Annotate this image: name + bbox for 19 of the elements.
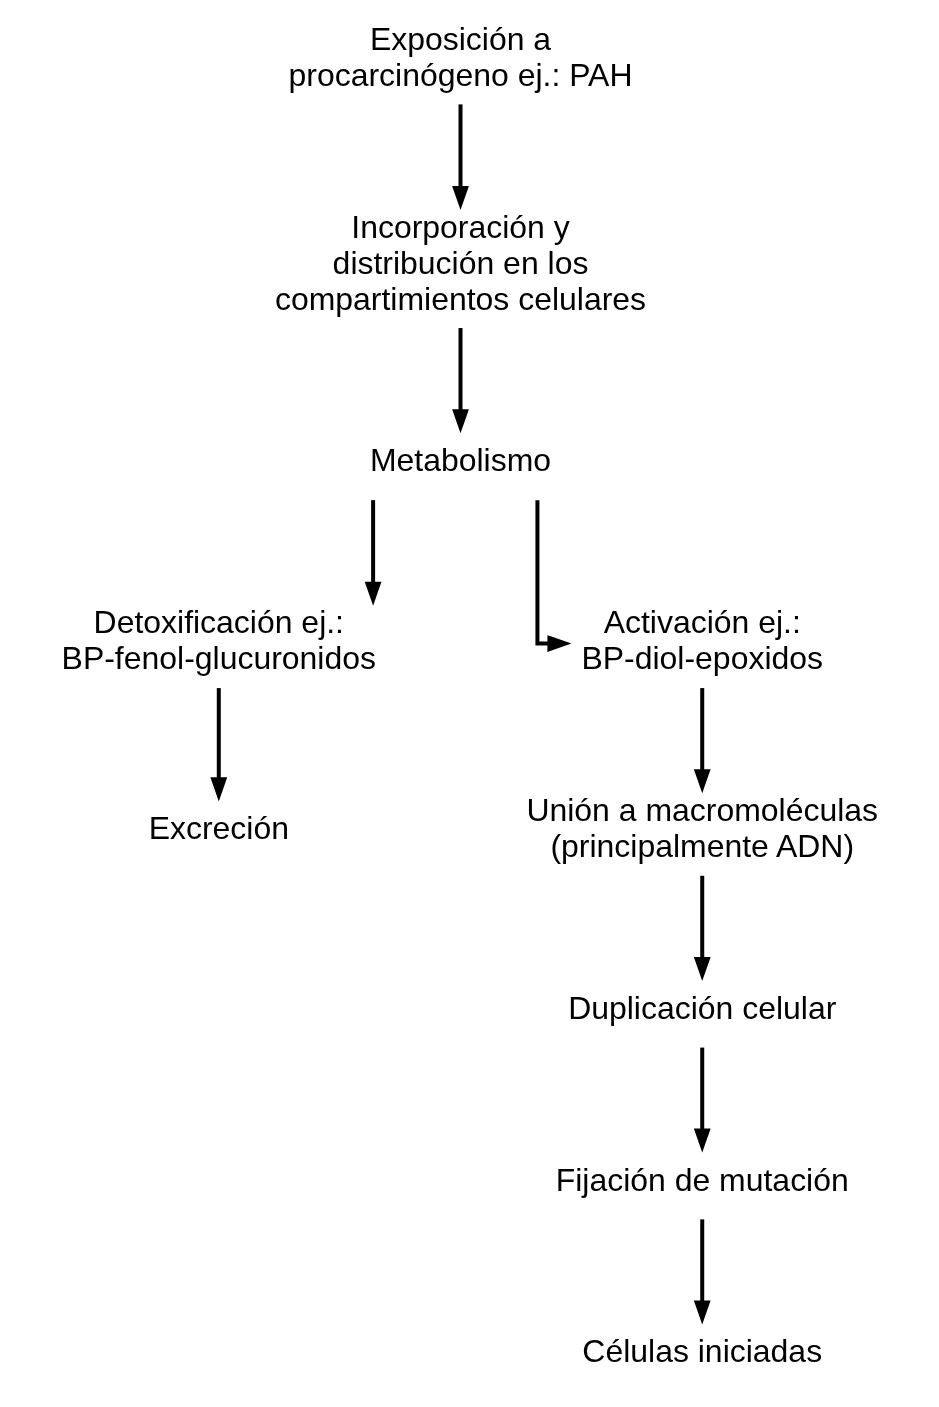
node-text: Detoxificación ej.: BP-fenol-glucuronidos: [61, 604, 376, 677]
arrow: [364, 500, 382, 606]
node-text: Duplicación celular: [567, 989, 836, 1026]
arrow: [693, 1219, 711, 1325]
arrow: [693, 688, 711, 794]
node-text: Células iniciadas: [581, 1333, 822, 1370]
node-text: Exposición a procarcinógeno ej.: PAH: [288, 20, 632, 93]
arrow: [693, 1047, 711, 1153]
node-text: Excreción: [148, 809, 289, 846]
arrow: [693, 875, 711, 982]
node-text: Fijación de mutación: [555, 1161, 849, 1198]
node-text: Unión a macromoléculas (principalmente ADN): [525, 791, 878, 864]
node-text: Metabolismo: [369, 442, 551, 479]
arrow: [451, 328, 469, 434]
arrow: [534, 500, 571, 652]
arrow: [209, 688, 227, 802]
node-text: Activación ej.: BP-diol-epoxidos: [580, 604, 823, 677]
arrow: [451, 104, 469, 211]
node-text: Incorporación y distribución en los compartimientos celulares: [274, 208, 646, 317]
